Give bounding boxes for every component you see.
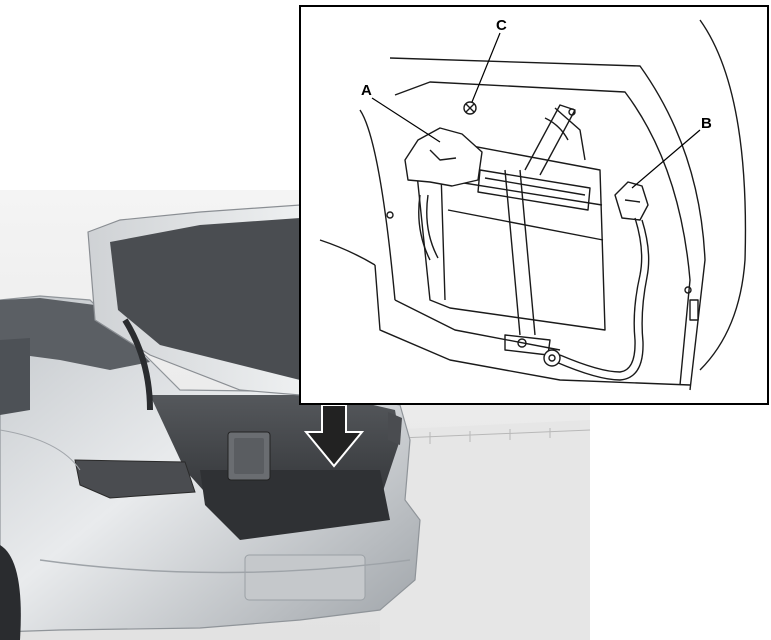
license-plate-area [244,554,366,601]
leader-c [471,32,501,103]
rear-window [0,298,150,370]
trunk-lid-liner [110,218,300,380]
trunk-hinge [122,318,153,411]
fence-line [399,428,591,444]
battery-cover-box [227,431,271,481]
bumper-crease [39,559,411,574]
leader-b [631,129,701,189]
callout-label-a: A [361,82,372,99]
down-arrow-icon [303,404,365,468]
callout-label-b: B [701,115,712,132]
inset-frame [299,5,769,405]
tail-light-right [388,412,402,445]
side-window [0,338,30,415]
rear-wheel [0,545,21,640]
tail-light-left [74,459,196,499]
detail-inset: A B C [299,5,769,405]
trunk-floor [200,470,390,540]
callout-label-c: C [496,17,507,34]
ground [380,420,590,640]
battery-compartment-line-art [319,19,747,391]
callout-leaders [371,32,701,189]
leader-a [371,97,441,143]
door-line [0,429,81,471]
